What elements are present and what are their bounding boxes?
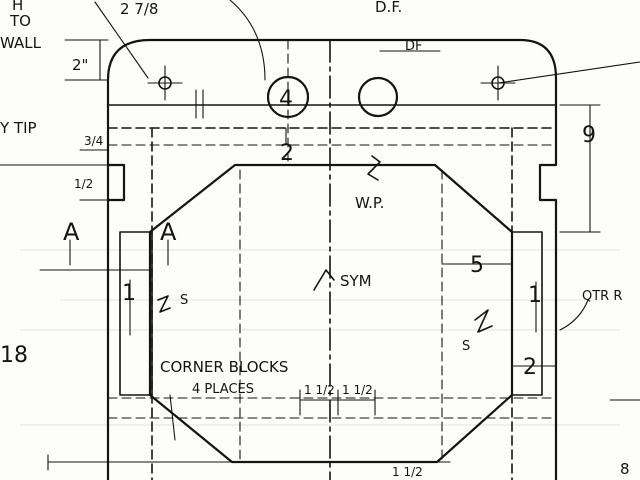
label-dim-2-right: 2 bbox=[523, 355, 537, 380]
label-circle-number: 4 bbox=[279, 87, 293, 112]
label-wall: WALL bbox=[0, 34, 42, 52]
label-dim-1-right: 1 bbox=[528, 283, 542, 308]
label-frac-8: 8 bbox=[620, 460, 630, 478]
label-frac-1-2-left: 1/2 bbox=[74, 177, 93, 191]
label-section-a-right: A bbox=[160, 218, 177, 246]
label-qtr: QTR R bbox=[582, 289, 622, 304]
label-s-right: S bbox=[462, 339, 470, 354]
label-frac-a: 1 1/2 bbox=[304, 383, 335, 397]
label-dim-18: 18 bbox=[0, 343, 28, 368]
label-wp: W.P. bbox=[355, 194, 384, 212]
plain-circle bbox=[357, 76, 399, 118]
hidden-lines bbox=[107, 39, 557, 480]
label-section-a-left: A bbox=[63, 218, 80, 246]
label-dim-5: 5 bbox=[470, 253, 484, 278]
label-tip: Y TIP bbox=[0, 119, 37, 137]
hole-markers bbox=[147, 65, 516, 119]
paper-ghosting bbox=[20, 249, 620, 426]
label-s-left: S bbox=[180, 293, 188, 308]
label-df-top: D.F. bbox=[375, 0, 402, 16]
label-dim-9: 9 bbox=[582, 123, 596, 148]
label-df-small: DF bbox=[405, 39, 423, 54]
label-sym: SYM bbox=[340, 272, 372, 290]
label-top-h: H bbox=[12, 0, 23, 14]
inner-octagon bbox=[148, 163, 514, 464]
label-frac-3-4: 3/4 bbox=[84, 134, 103, 148]
label-four-places: 4 PLACES bbox=[192, 382, 254, 397]
squiggle-marks bbox=[157, 155, 493, 333]
label-dim-2-center: 2 bbox=[280, 141, 294, 166]
label-frac-b: 1 1/2 bbox=[342, 383, 373, 397]
label-dim-2in: 2" bbox=[72, 56, 88, 74]
main-outline bbox=[106, 38, 558, 480]
label-frac-bottom: 1 1/2 bbox=[392, 465, 423, 479]
side-rails bbox=[119, 231, 543, 396]
label-to: TO bbox=[9, 12, 31, 30]
numbered-circle bbox=[266, 75, 310, 119]
label-dim-1-left: 1 bbox=[122, 281, 136, 306]
label-dim-top: 2 7/8 bbox=[120, 0, 158, 18]
label-corner-blocks: CORNER BLOCKS bbox=[160, 358, 288, 376]
